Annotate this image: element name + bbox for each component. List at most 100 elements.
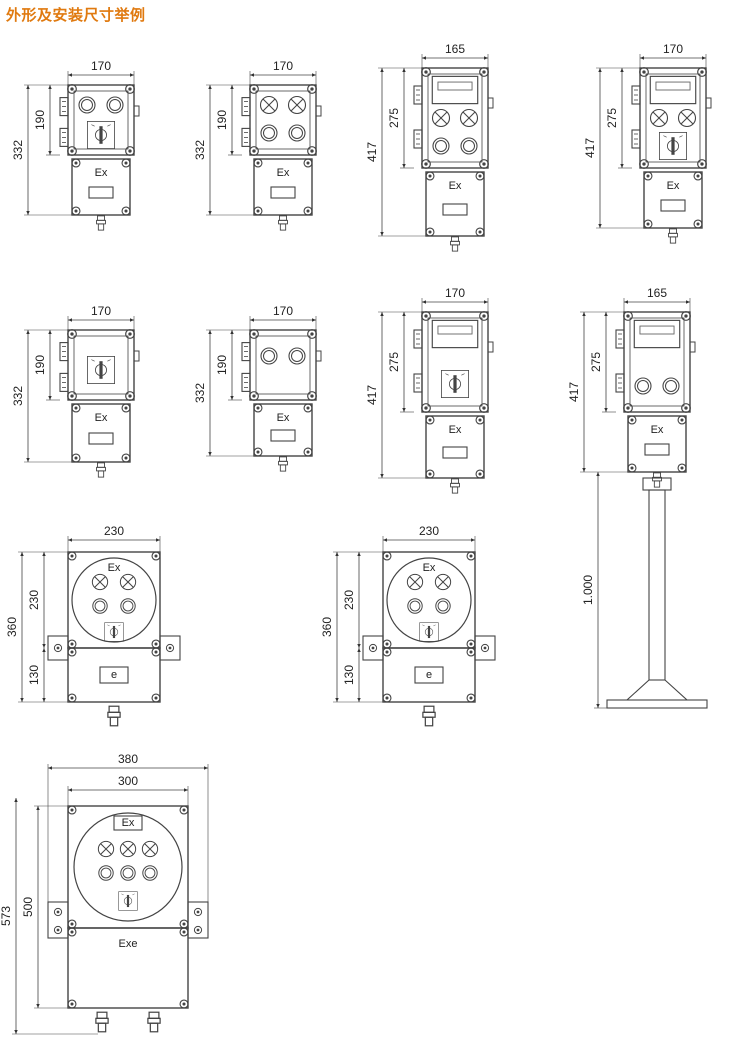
side-clamp-icon	[59, 97, 69, 147]
cable-gland-icon	[449, 236, 461, 252]
total-height-dimension: 332	[193, 85, 212, 215]
upper-panel	[255, 90, 311, 150]
screw-icon	[53, 907, 63, 917]
push-button-icon	[106, 96, 124, 114]
indicator-lamp-icon	[459, 108, 479, 128]
screw-icon	[67, 391, 77, 401]
side-clamp-icon	[631, 85, 641, 149]
indicator-lamp-icon	[119, 840, 137, 858]
push-button-icon	[120, 865, 136, 881]
outer-width-dimension: 380	[48, 752, 208, 770]
stand-pole	[648, 489, 666, 681]
screw-icon	[125, 391, 135, 401]
screw-icon	[165, 643, 175, 653]
side-clamp-icon	[241, 342, 251, 392]
screw-icon	[425, 171, 435, 181]
screw-icon	[179, 919, 189, 929]
screw-icon	[303, 158, 313, 168]
nameplate	[270, 186, 296, 199]
screw-icon	[693, 171, 703, 181]
screw-icon	[421, 311, 431, 321]
nameplate	[414, 666, 444, 684]
dimension-label: 332	[11, 140, 25, 160]
dimension-label: 500	[21, 897, 35, 917]
screw-icon	[425, 227, 435, 237]
screw-icon	[303, 206, 313, 216]
dimension-label: 1.000	[581, 575, 595, 605]
side-lug	[133, 105, 140, 117]
push-button-icon	[435, 598, 451, 614]
clamp-body	[59, 372, 69, 392]
upper-enclosure	[67, 84, 135, 156]
indicator-lamp-icon	[431, 108, 451, 128]
clamp-body	[241, 97, 251, 117]
cable-gland-icon	[106, 705, 122, 727]
dimension-label: 275	[387, 108, 401, 128]
screw-icon	[71, 403, 81, 413]
screw-icon	[307, 84, 317, 94]
width-dimension: 300	[68, 774, 188, 792]
nameplate	[660, 199, 686, 212]
push-button-icon	[407, 598, 423, 614]
rotary-switch-icon	[419, 622, 439, 642]
lower-enclosure	[253, 158, 313, 216]
screw-icon	[179, 805, 189, 815]
lower-enclosure-label: Exe	[119, 938, 138, 950]
dimension-label: 230	[27, 590, 41, 610]
cable-gland-icon	[277, 215, 289, 231]
lower-enclosure-label: e	[111, 669, 117, 681]
screw-icon	[623, 311, 633, 321]
screw-icon	[421, 159, 431, 169]
lower-enclosure-label: Ex	[449, 424, 462, 436]
dimension-label: 417	[365, 385, 379, 405]
upper-height-dimension: 190	[33, 330, 52, 400]
screw-icon	[425, 415, 435, 425]
screw-icon	[67, 84, 77, 94]
lower-enclosure-label: Ex	[651, 424, 664, 436]
lower-enclosure	[253, 403, 313, 457]
round-cover	[386, 557, 472, 643]
rotary-switch-icon	[87, 355, 115, 385]
lower-enclosure	[71, 403, 131, 463]
screw-icon	[179, 999, 189, 1009]
dimension-label: 332	[193, 140, 207, 160]
total-height-dimension: 417	[583, 68, 602, 228]
clamp-body	[615, 373, 625, 393]
upper-enclosure	[421, 67, 489, 169]
dimension-label: 417	[583, 138, 597, 158]
upper-panel	[73, 335, 129, 395]
upper-height-dimension: 500	[21, 806, 40, 1008]
screw-icon	[249, 84, 259, 94]
screw-icon	[253, 206, 263, 216]
indicator-lamp-icon	[287, 95, 307, 115]
lower-enclosure	[67, 927, 189, 1009]
nameplate	[270, 429, 296, 442]
lower-enclosure	[382, 647, 476, 703]
nameplate	[99, 666, 129, 684]
stand-base-plate	[606, 699, 708, 709]
screw-icon	[71, 158, 81, 168]
clamp-body	[413, 329, 423, 349]
dimension-label: 360	[5, 617, 19, 637]
screw-icon	[479, 67, 489, 77]
dimension-label: 170	[273, 59, 293, 73]
lower-enclosure	[71, 158, 131, 216]
indicator-lamp-icon	[406, 573, 424, 591]
total-height-dimension: 332	[11, 85, 30, 215]
clamp-body	[59, 97, 69, 117]
dimension-label: 332	[11, 386, 25, 406]
side-lug	[133, 350, 140, 362]
screw-icon	[382, 647, 392, 657]
screw-icon	[382, 693, 392, 703]
upper-enclosure	[421, 311, 489, 413]
push-button-icon	[142, 865, 158, 881]
screw-icon	[67, 146, 77, 156]
screw-icon	[53, 925, 63, 935]
clamp-body	[631, 85, 641, 105]
screw-icon	[151, 693, 161, 703]
side-lug	[689, 341, 696, 353]
lower-enclosure-label: e	[426, 669, 432, 681]
stand-base-flare	[625, 679, 689, 701]
